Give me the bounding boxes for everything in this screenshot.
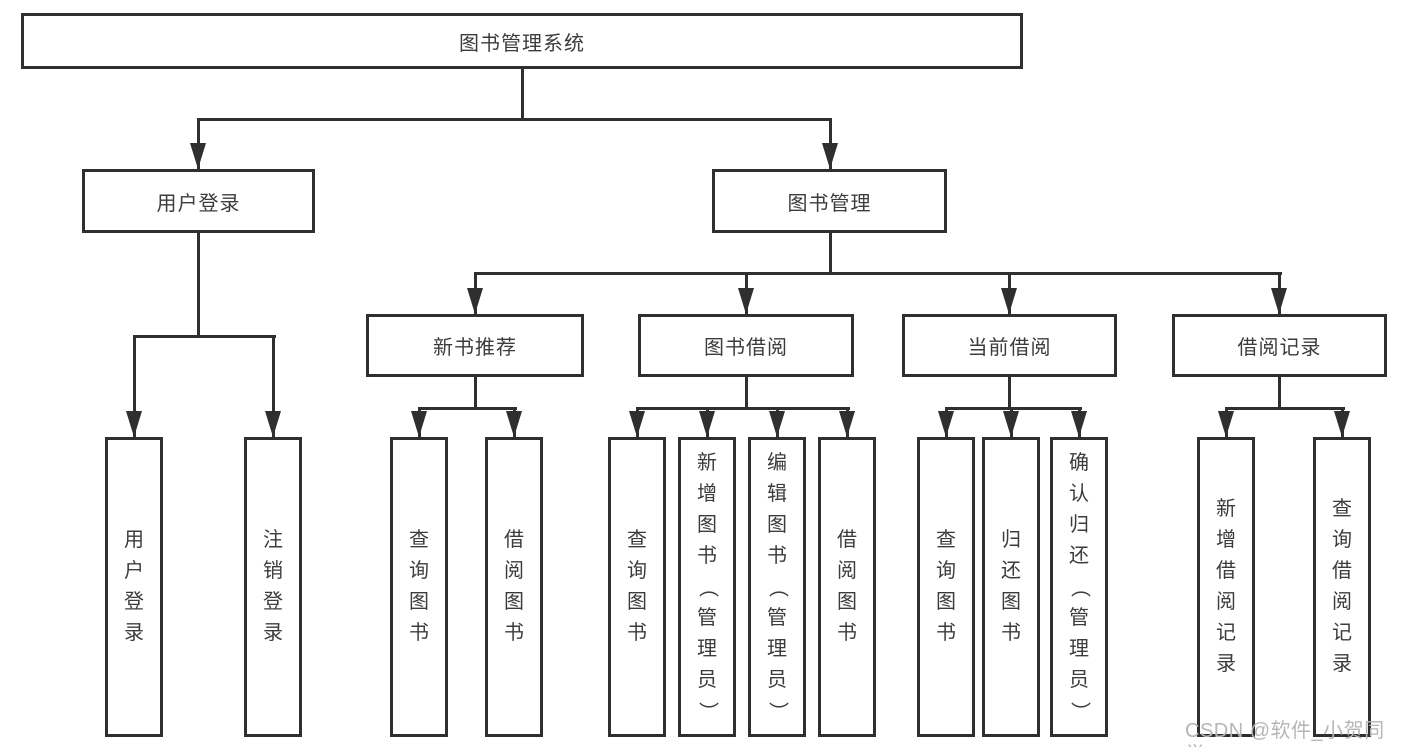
- connector-new-book-stem: [474, 376, 477, 410]
- connector-to-leaf-logout: [272, 335, 275, 437]
- arrowhead-g5-query: [1334, 411, 1350, 437]
- connector-book-mgmt-stem: [829, 233, 832, 275]
- arrowhead-current-borrow: [1001, 288, 1017, 314]
- leaf-query-books-current: 查询图书: [917, 437, 975, 737]
- connector-book-mgmt-bus: [474, 272, 1282, 275]
- arrowhead-g4-confirm: [1071, 411, 1087, 437]
- arrowhead-new-book-rec: [467, 288, 483, 314]
- connector-user-login-stem: [197, 233, 200, 338]
- connector-current-borrow-stem: [1008, 376, 1011, 410]
- csdn-watermark: CSDN @软件_小贺同学: [1185, 720, 1385, 747]
- leaf-borrow-books: 借阅图书: [818, 437, 876, 737]
- arrowhead-book-management: [822, 143, 838, 169]
- connector-root-stem: [521, 69, 524, 118]
- arrowhead-g3-edit: [769, 411, 785, 437]
- node-borrowing-records: 借阅记录: [1172, 314, 1387, 377]
- leaf-query-borrow-record: 查询借阅记录: [1313, 437, 1371, 737]
- leaf-user-login: 用户登录: [105, 437, 163, 737]
- arrowhead-book-borrow: [738, 288, 754, 314]
- arrowhead-g4-query: [938, 411, 954, 437]
- leaf-query-books-recommend: 查询图书: [390, 437, 448, 737]
- leaf-return-books: 归还图书: [982, 437, 1040, 737]
- connector-to-leaf-user-login: [133, 335, 136, 437]
- connector-current-borrow-bus: [945, 407, 1082, 410]
- connector-user-login-bus: [133, 335, 276, 338]
- arrowhead-user-login: [190, 143, 206, 169]
- connector-borrow-records-bus: [1225, 407, 1345, 410]
- connector-book-borrow-stem: [745, 376, 748, 410]
- node-book-management: 图书管理: [712, 169, 947, 233]
- connector-book-borrow-bus: [636, 407, 850, 410]
- leaf-query-books-borrowing: 查询图书: [608, 437, 666, 737]
- arrowhead-leaf-user-login: [126, 411, 142, 437]
- arrowhead-g5-add: [1218, 411, 1234, 437]
- leaf-borrow-books-recommend: 借阅图书: [485, 437, 543, 737]
- arrowhead-g2-query: [411, 411, 427, 437]
- node-current-borrowing: 当前借阅: [902, 314, 1117, 377]
- leaf-add-borrow-record: 新增借阅记录: [1197, 437, 1255, 737]
- arrowhead-g4-return: [1003, 411, 1019, 437]
- connector-root-bus: [197, 118, 832, 121]
- arrowhead-leaf-logout: [265, 411, 281, 437]
- arrowhead-g3-add: [699, 411, 715, 437]
- arrowhead-g3-query: [629, 411, 645, 437]
- node-book-borrowing: 图书借阅: [638, 314, 854, 377]
- leaf-confirm-return-admin: 确认归还（管理员）: [1050, 437, 1108, 737]
- leaf-add-books-admin: 新增图书（管理员）: [678, 437, 736, 737]
- node-new-book-recommendation: 新书推荐: [366, 314, 584, 377]
- node-user-login: 用户登录: [82, 169, 315, 233]
- arrowhead-borrow-records: [1271, 288, 1287, 314]
- leaf-logout-login: 注销登录: [244, 437, 302, 737]
- arrowhead-g2-borrow: [506, 411, 522, 437]
- leaf-edit-books-admin: 编辑图书（管理员）: [748, 437, 806, 737]
- connector-borrow-records-stem: [1278, 376, 1281, 410]
- connector-new-book-bus: [418, 407, 517, 410]
- node-root-library-management-system: 图书管理系统: [21, 13, 1023, 69]
- arrowhead-g3-borrow: [839, 411, 855, 437]
